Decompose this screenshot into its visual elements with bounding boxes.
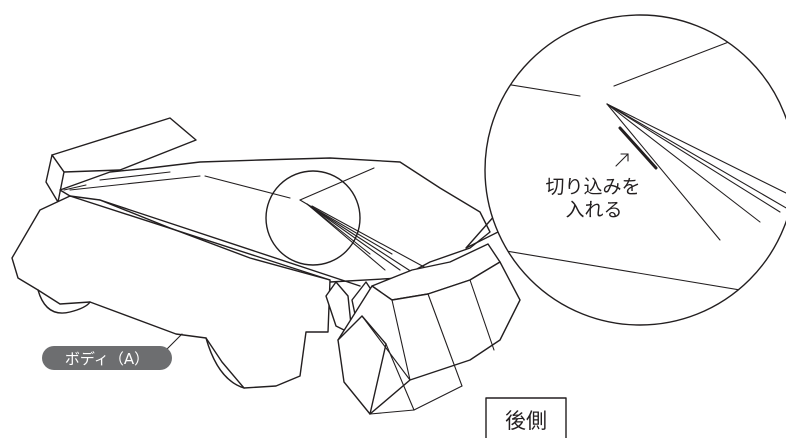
part-label-badge: ボディ（A） <box>42 333 183 370</box>
instruction-text-line1: 切り込みを <box>545 176 640 198</box>
part-label-text: ボディ（A） <box>65 350 149 368</box>
instruction-text-line2: 入れる <box>565 199 622 221</box>
rear-label-text: 後側 <box>505 409 547 433</box>
rear-box-front <box>337 315 387 415</box>
detail-highlight-circle <box>265 170 361 266</box>
rear-label-box: 後側 <box>485 397 567 438</box>
cut-line <box>618 126 658 170</box>
fold-tab-left <box>325 281 353 335</box>
car-body-model <box>11 117 521 415</box>
spoiler-wing <box>51 117 197 173</box>
cut-arrow <box>615 153 629 167</box>
magnified-detail <box>484 14 786 326</box>
